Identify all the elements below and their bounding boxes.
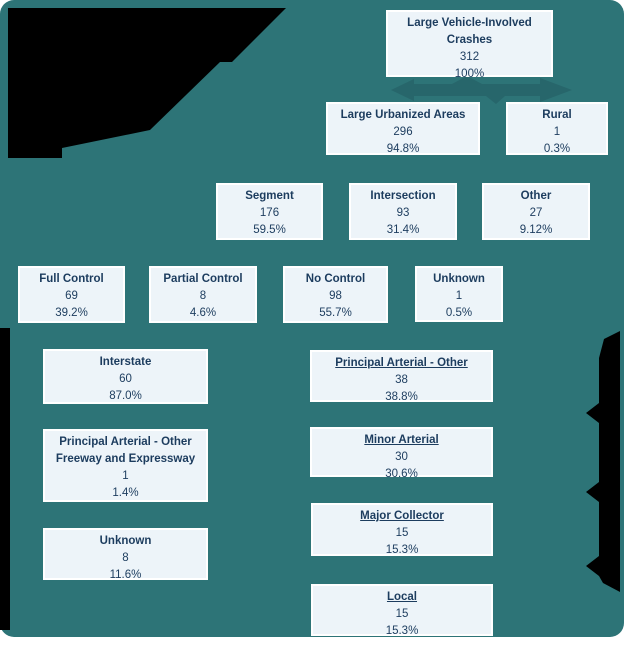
connector-double-arrow (391, 76, 572, 104)
node-no-control: No Control 98 55.7% (283, 266, 388, 323)
node-title: Full Control (39, 273, 104, 285)
node-title: Minor Arterial (364, 434, 439, 446)
node-count: 312 (459, 51, 480, 63)
node-title: Interstate (99, 356, 152, 368)
node-title: Unknown (99, 535, 152, 547)
node-percent: 39.2% (55, 307, 88, 319)
node-count: 15 (395, 608, 409, 620)
node-title: Principal Arterial - Other (335, 357, 468, 369)
node-rural: Rural 1 0.3% (506, 102, 608, 155)
node-title: Rural (542, 109, 572, 121)
node-percent: 38.8% (385, 391, 418, 403)
node-unknown-functional-class: Unknown 8 11.6% (43, 528, 208, 581)
node-intersection: Intersection 93 31.4% (349, 183, 457, 240)
node-percent: 0.3% (543, 143, 571, 155)
node-count: 60 (119, 373, 132, 385)
node-title: Large Vehicle-Involved Crashes (407, 17, 532, 46)
node-count: 176 (259, 207, 280, 219)
node-count: 93 (396, 207, 410, 219)
node-percent: 55.7% (319, 307, 352, 319)
node-percent: 1.4% (112, 487, 139, 499)
node-major-collector: Major Collector 15 15.3% (311, 503, 493, 556)
node-full-control: Full Control 69 39.2% (18, 266, 125, 323)
node-count: 15 (395, 527, 409, 539)
node-percent: 87.0% (109, 390, 142, 402)
node-percent: 15.3% (385, 544, 419, 556)
node-count: 27 (529, 207, 543, 219)
node-count: 38 (395, 374, 408, 386)
node-percent: 31.4% (386, 224, 420, 236)
node-count: 8 (122, 552, 129, 564)
node-count: 1 (122, 470, 129, 482)
node-partial-control: Partial Control 8 4.6% (149, 266, 257, 323)
node-title: Other (520, 190, 552, 202)
node-title: Large Urbanized Areas (340, 109, 466, 121)
node-title: Partial Control (163, 273, 243, 285)
node-interstate: Interstate 60 87.0% (43, 349, 208, 404)
node-title: Intersection (370, 190, 436, 202)
node-title: Major Collector (360, 510, 444, 522)
node-percent: 94.8% (386, 143, 420, 155)
node-percent: 0.5% (445, 307, 473, 319)
node-count: 296 (393, 126, 413, 138)
node-percent: 9.12% (519, 224, 553, 236)
node-minor-arterial: Minor Arterial 30 30.6% (310, 427, 493, 480)
node-principal-arterial-other: Principal Arterial - Other 38 38.8% (310, 350, 493, 403)
node-count: 1 (455, 290, 463, 302)
node-count: 30 (395, 451, 408, 463)
node-percent: 4.6% (189, 307, 217, 319)
node-title: Local (386, 591, 418, 603)
node-title: Segment (245, 190, 294, 202)
torn-edge-left (0, 328, 10, 630)
node-percent: 15.3% (385, 625, 419, 637)
node-principal-arterial-freeway-expressway: Principal Arterial - Other Freeway and E… (43, 429, 208, 502)
node-percent: 11.6% (109, 569, 142, 581)
node-local: Local 15 15.3% (311, 584, 493, 637)
node-unknown-control: Unknown 1 0.5% (415, 266, 503, 322)
torn-edge-right (586, 331, 620, 592)
node-percent: 100% (454, 68, 485, 80)
node-title: Unknown (433, 273, 485, 285)
torn-edge-top-left (8, 8, 286, 158)
node-count: 69 (65, 290, 78, 302)
node-large-vehicle-involved-crashes: Large Vehicle-Involved Crashes 312 100% (386, 10, 553, 80)
node-large-urbanized-areas: Large Urbanized Areas 296 94.8% (326, 102, 480, 155)
node-segment: Segment 176 59.5% (216, 183, 323, 240)
node-percent: 59.5% (253, 224, 286, 236)
node-count: 98 (329, 290, 342, 302)
node-other: Other 27 9.12% (482, 183, 590, 240)
node-title: No Control (305, 273, 366, 285)
node-count: 8 (199, 290, 207, 302)
node-percent: 30.6% (385, 468, 418, 480)
node-title: Principal Arterial - Other Freeway and E… (55, 436, 196, 465)
node-count: 1 (553, 126, 561, 138)
